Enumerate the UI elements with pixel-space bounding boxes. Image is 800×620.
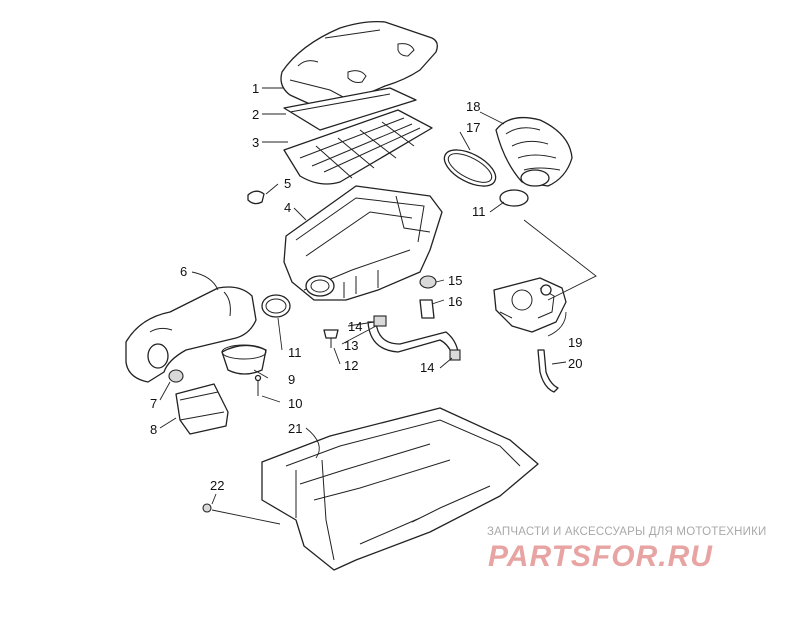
screw [254, 374, 262, 396]
callout-3: 3 [252, 135, 259, 150]
callout-21: 21 [288, 421, 302, 436]
cap [419, 275, 437, 289]
skid-plate [261, 407, 539, 571]
boot [221, 344, 267, 375]
air-filter-element [283, 87, 417, 131]
carburetor [493, 277, 567, 333]
callout-20: 20 [568, 356, 582, 371]
callout-11-left: 11 [288, 345, 302, 360]
intake-boot [495, 116, 573, 187]
hose-clamp-left [261, 294, 291, 318]
watermark-tagline: ЗАПЧАСТИ И АКСЕССУАРЫ ДЛЯ МОТОТЕХНИКИ [487, 526, 767, 538]
leader-lines [159, 87, 597, 525]
filter-cage [283, 109, 433, 185]
drain-plug [168, 369, 184, 383]
callout-8: 8 [150, 422, 157, 437]
callout-17: 17 [466, 120, 480, 135]
callout-numbers: 1 2 3 4 5 6 7 8 9 10 11 11 12 13 14 14 1… [150, 81, 582, 493]
air-box-base [283, 185, 443, 301]
drain-hose [367, 315, 461, 361]
callout-13: 13 [344, 338, 358, 353]
callout-2: 2 [252, 107, 259, 122]
watermark-brand[interactable]: PARTSFOR.RU [488, 540, 713, 573]
skid-plate-screw [202, 503, 212, 513]
intake-tube [125, 286, 257, 383]
callout-1: 1 [252, 81, 259, 96]
callout-9: 9 [288, 372, 295, 387]
vent-hose [537, 349, 559, 393]
callout-22: 22 [210, 478, 224, 493]
callout-6: 6 [180, 264, 187, 279]
callout-18: 18 [466, 99, 480, 114]
callout-12: 12 [344, 358, 358, 373]
callout-11-right: 11 [472, 204, 486, 219]
callout-15: 15 [448, 273, 462, 288]
callout-4: 4 [284, 200, 291, 215]
hose-clamp-17 [443, 149, 497, 187]
callout-16: 16 [448, 294, 462, 309]
clip [247, 190, 265, 205]
fitting [419, 299, 435, 319]
callout-7: 7 [150, 396, 157, 411]
callout-5: 5 [284, 176, 291, 191]
hose-clamp-right [499, 189, 529, 207]
callout-14-left: 14 [348, 319, 362, 334]
callout-10: 10 [288, 396, 302, 411]
grommet [323, 329, 339, 348]
callout-19: 19 [568, 335, 582, 350]
pre-filter [175, 383, 229, 435]
callout-14-right: 14 [420, 360, 434, 375]
